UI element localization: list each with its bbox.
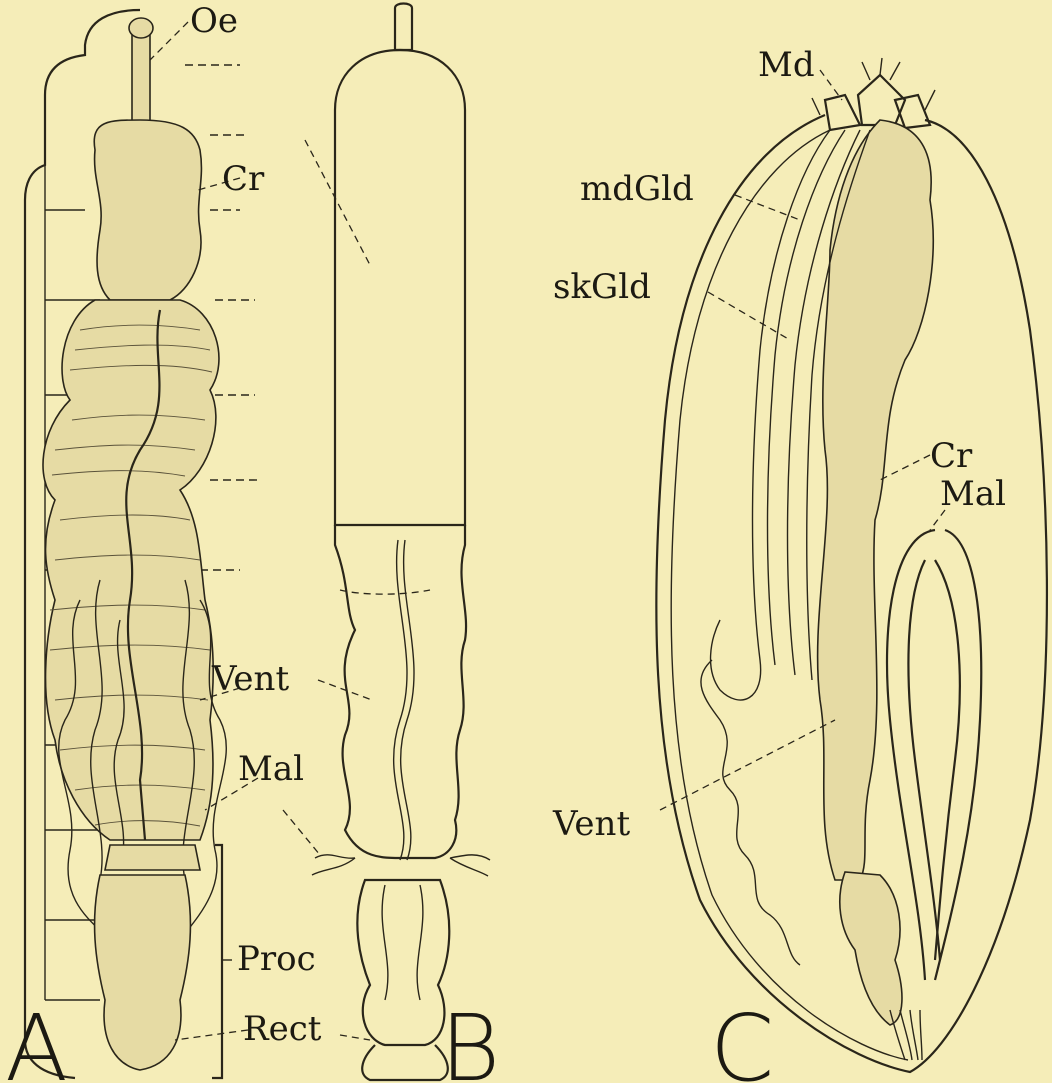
label-a-oe: Oe <box>190 1 238 41</box>
label-a-mal: Mal <box>238 749 304 789</box>
label-c-cr: Cr <box>930 436 973 476</box>
panel-letter-a: A <box>5 995 68 1083</box>
label-c-mdgld: mdGld <box>580 169 694 209</box>
label-c-md: Md <box>758 45 815 85</box>
label-a-proc: Proc <box>237 939 316 979</box>
label-c-mal: Mal <box>940 474 1006 514</box>
panel-b-drawing <box>283 4 490 1081</box>
label-a-cr: Cr <box>222 159 265 199</box>
panel-letter-c: C <box>710 995 774 1083</box>
label-c-skgld: skGld <box>553 267 651 307</box>
panel-c-drawing <box>656 58 1047 1072</box>
label-a-rect: Rect <box>243 1009 322 1049</box>
panel-letter-b: B <box>440 995 500 1083</box>
label-a-vent: Vent <box>211 659 289 699</box>
label-c-vent: Vent <box>552 804 630 844</box>
